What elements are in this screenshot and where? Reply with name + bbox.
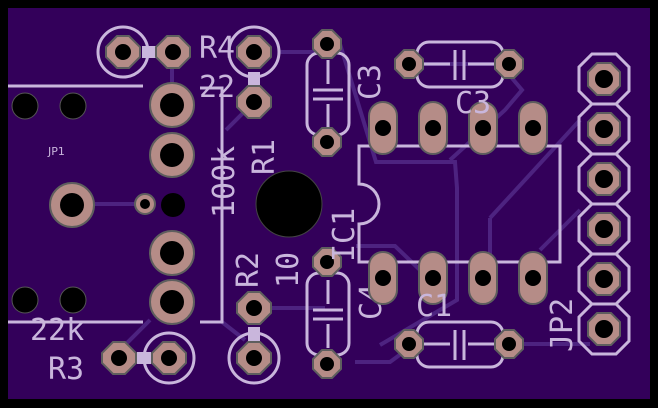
- c1-label: C1: [416, 289, 452, 324]
- resistor-r2: R2 10: [227, 252, 306, 385]
- mounting-hole-large: [255, 170, 323, 238]
- mounting-hole: [11, 286, 39, 314]
- capacitor-c4: C4: [305, 247, 389, 379]
- r1-label: R1: [247, 139, 282, 175]
- ic1-dip8: IC1: [327, 101, 562, 305]
- c3-vertical-label: C3: [353, 64, 388, 100]
- r1-value: 100k: [207, 146, 242, 218]
- capacitor-c3-vertical: C3: [305, 29, 388, 157]
- jp2-label: JP2: [545, 298, 580, 352]
- ic1-pads-bottom: [368, 251, 548, 305]
- r3-label: R3: [48, 352, 84, 387]
- top-silk-labels: C3 C1: [416, 86, 491, 324]
- mounting-hole: [11, 92, 39, 120]
- r3-value: 22k: [30, 313, 84, 348]
- r2-label: R2: [231, 252, 266, 288]
- capacitor-c1: [394, 320, 524, 369]
- resistor-r1: R1 100k: [207, 25, 282, 218]
- mounting-hole: [59, 92, 87, 120]
- resistor-r4: R4 22: [96, 25, 235, 105]
- outline-bracket: [200, 86, 224, 324]
- jp1-label: JP1: [47, 145, 65, 158]
- capacitor-c3: [394, 40, 524, 89]
- r2-value: 10: [271, 252, 306, 288]
- mounting-hole: [59, 286, 87, 314]
- jp1-hole: [161, 193, 185, 217]
- ic1-label: IC1: [327, 208, 362, 262]
- resistor-r3: 22k R3: [30, 313, 196, 387]
- r4-value: 22: [199, 70, 235, 105]
- c3-label: C3: [455, 86, 491, 121]
- jp2-header: JP2: [545, 52, 631, 356]
- ic1-pads-top: [368, 101, 548, 155]
- round-pads: [149, 82, 195, 325]
- jp1-connector: JP1: [8, 84, 185, 324]
